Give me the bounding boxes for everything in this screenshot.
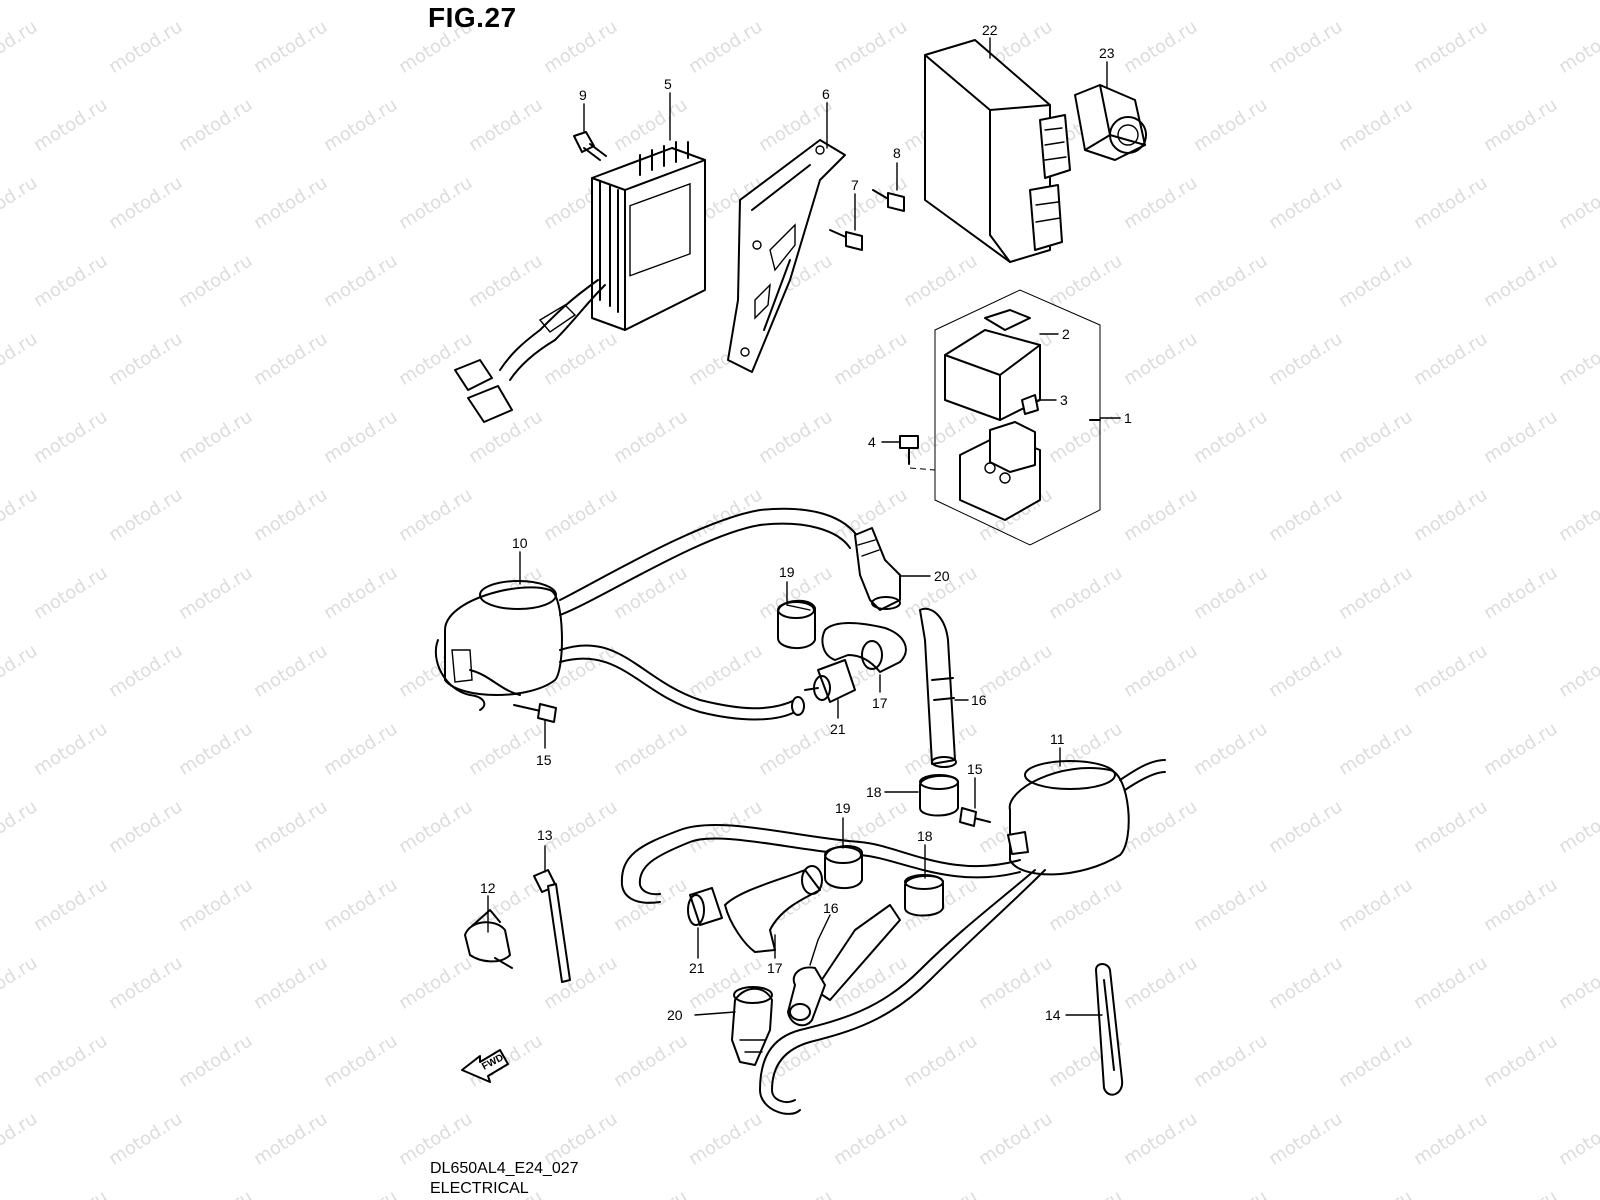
figure-title: FIG.27 [428, 2, 517, 33]
callout-23: 23 [1099, 45, 1115, 61]
connector-23-part [1074, 84, 1147, 161]
pipe-17-upper-part [821, 622, 907, 673]
callout-19-lower: 19 [835, 800, 851, 816]
callout-numbers: 9 5 6 7 8 22 23 2 3 1 4 10 19 20 16 17 2… [480, 22, 1132, 1023]
callout-6: 6 [822, 86, 830, 102]
screw-4-part [899, 435, 936, 471]
boot-21-upper-part [804, 659, 856, 703]
clamp-12-part [464, 909, 513, 969]
callout-15-left: 15 [536, 752, 552, 768]
grommet-18-upper-part [919, 774, 959, 817]
callout-16-lower: 16 [823, 900, 839, 916]
seal-19-lower-part [824, 845, 863, 889]
bolt-9-part [573, 131, 607, 161]
plug-cord-16-upper-part [919, 607, 957, 768]
plug-cord-16-lower-part [787, 904, 901, 1027]
grommet-18-lower-part [904, 874, 944, 917]
bracket-6-part [727, 139, 846, 373]
callout-2: 2 [1062, 326, 1070, 342]
callout-4: 4 [868, 434, 876, 450]
forward-direction-arrow: FWD [461, 1049, 509, 1083]
callout-20-upper: 20 [934, 568, 950, 584]
diagram-caption: ELECTRICAL [430, 1180, 529, 1197]
callout-1: 1 [1124, 410, 1132, 426]
clamp-14-part [1095, 963, 1124, 1096]
ignition-coil-10-part [434, 507, 861, 723]
callout-16-upper: 16 [971, 692, 987, 708]
seal-19-upper-part [777, 599, 816, 649]
diagram-code: DL650AL4_E24_027 [430, 1160, 579, 1177]
pipe-17-lower-part [724, 865, 823, 953]
bolt-8-part [872, 189, 905, 212]
callout-22: 22 [982, 22, 998, 38]
bolt-7-part [829, 229, 863, 251]
callout-17-upper: 17 [872, 695, 888, 711]
boot-21-lower-part [687, 887, 723, 926]
callout-10: 10 [512, 535, 528, 551]
ecm-22-part [924, 39, 1071, 263]
callout-21-lower: 21 [689, 960, 705, 976]
callout-3: 3 [1060, 392, 1068, 408]
callout-17-lower: 17 [767, 960, 783, 976]
leader-lines [487, 37, 1121, 1016]
callout-18-upper: 18 [866, 784, 882, 800]
callout-8: 8 [893, 145, 901, 161]
callout-18-lower: 18 [917, 828, 933, 844]
cable-tie-13-part [533, 869, 571, 983]
callout-19-upper: 19 [779, 564, 795, 580]
callout-7: 7 [851, 177, 859, 193]
relay-assembly-1-part [934, 289, 1101, 546]
callout-21-upper: 21 [830, 721, 846, 737]
callout-13: 13 [537, 827, 553, 843]
callout-20-lower: 20 [667, 1007, 683, 1023]
callout-15-right: 15 [967, 761, 983, 777]
plug-cap-20-upper-part [854, 527, 901, 611]
callout-5: 5 [664, 76, 672, 92]
callout-9: 9 [579, 87, 587, 103]
callout-12: 12 [480, 880, 496, 896]
regulator-rectifier-part [454, 141, 706, 423]
callout-11: 11 [1050, 731, 1065, 747]
callout-14: 14 [1045, 1007, 1061, 1023]
ignition-coil-11-part [620, 759, 1166, 1115]
plug-cap-20-lower-part [731, 986, 773, 1066]
